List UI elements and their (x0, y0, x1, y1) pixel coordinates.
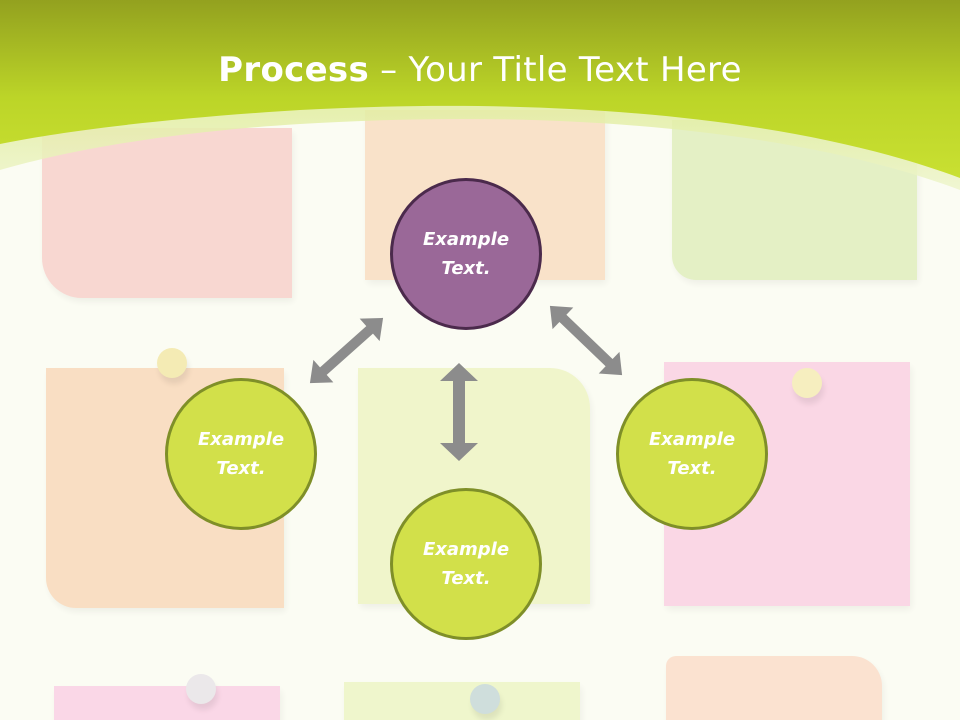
double-arrow-icon (549, 305, 623, 376)
header-band (0, 0, 960, 190)
sticky-note (666, 656, 882, 720)
node-right: Example Text. (616, 378, 768, 530)
pushpin-icon (186, 674, 216, 704)
node-bottom: Example Text. (390, 488, 542, 640)
sticky-note (54, 686, 280, 720)
node-top: Example Text. (390, 178, 542, 330)
title-bold: Process (218, 50, 370, 90)
node-left-label: Example Text. (197, 429, 285, 479)
pushpin-icon (470, 684, 500, 714)
sticky-note (344, 682, 580, 720)
page-title: Process – Your Title Text Here (0, 50, 960, 90)
pushpin-icon (157, 348, 187, 378)
title-dash: – (369, 50, 409, 90)
double-arrow-icon (440, 363, 478, 461)
double-arrow-icon (309, 317, 384, 384)
node-right-label: Example Text. (648, 429, 736, 479)
title-text: Your Title Text Here (408, 50, 742, 90)
node-top-label: Example Text. (422, 229, 510, 279)
node-left: Example Text. (165, 378, 317, 530)
pushpin-icon (792, 368, 822, 398)
sticky-note (42, 128, 292, 298)
node-bottom-label: Example Text. (422, 539, 510, 589)
